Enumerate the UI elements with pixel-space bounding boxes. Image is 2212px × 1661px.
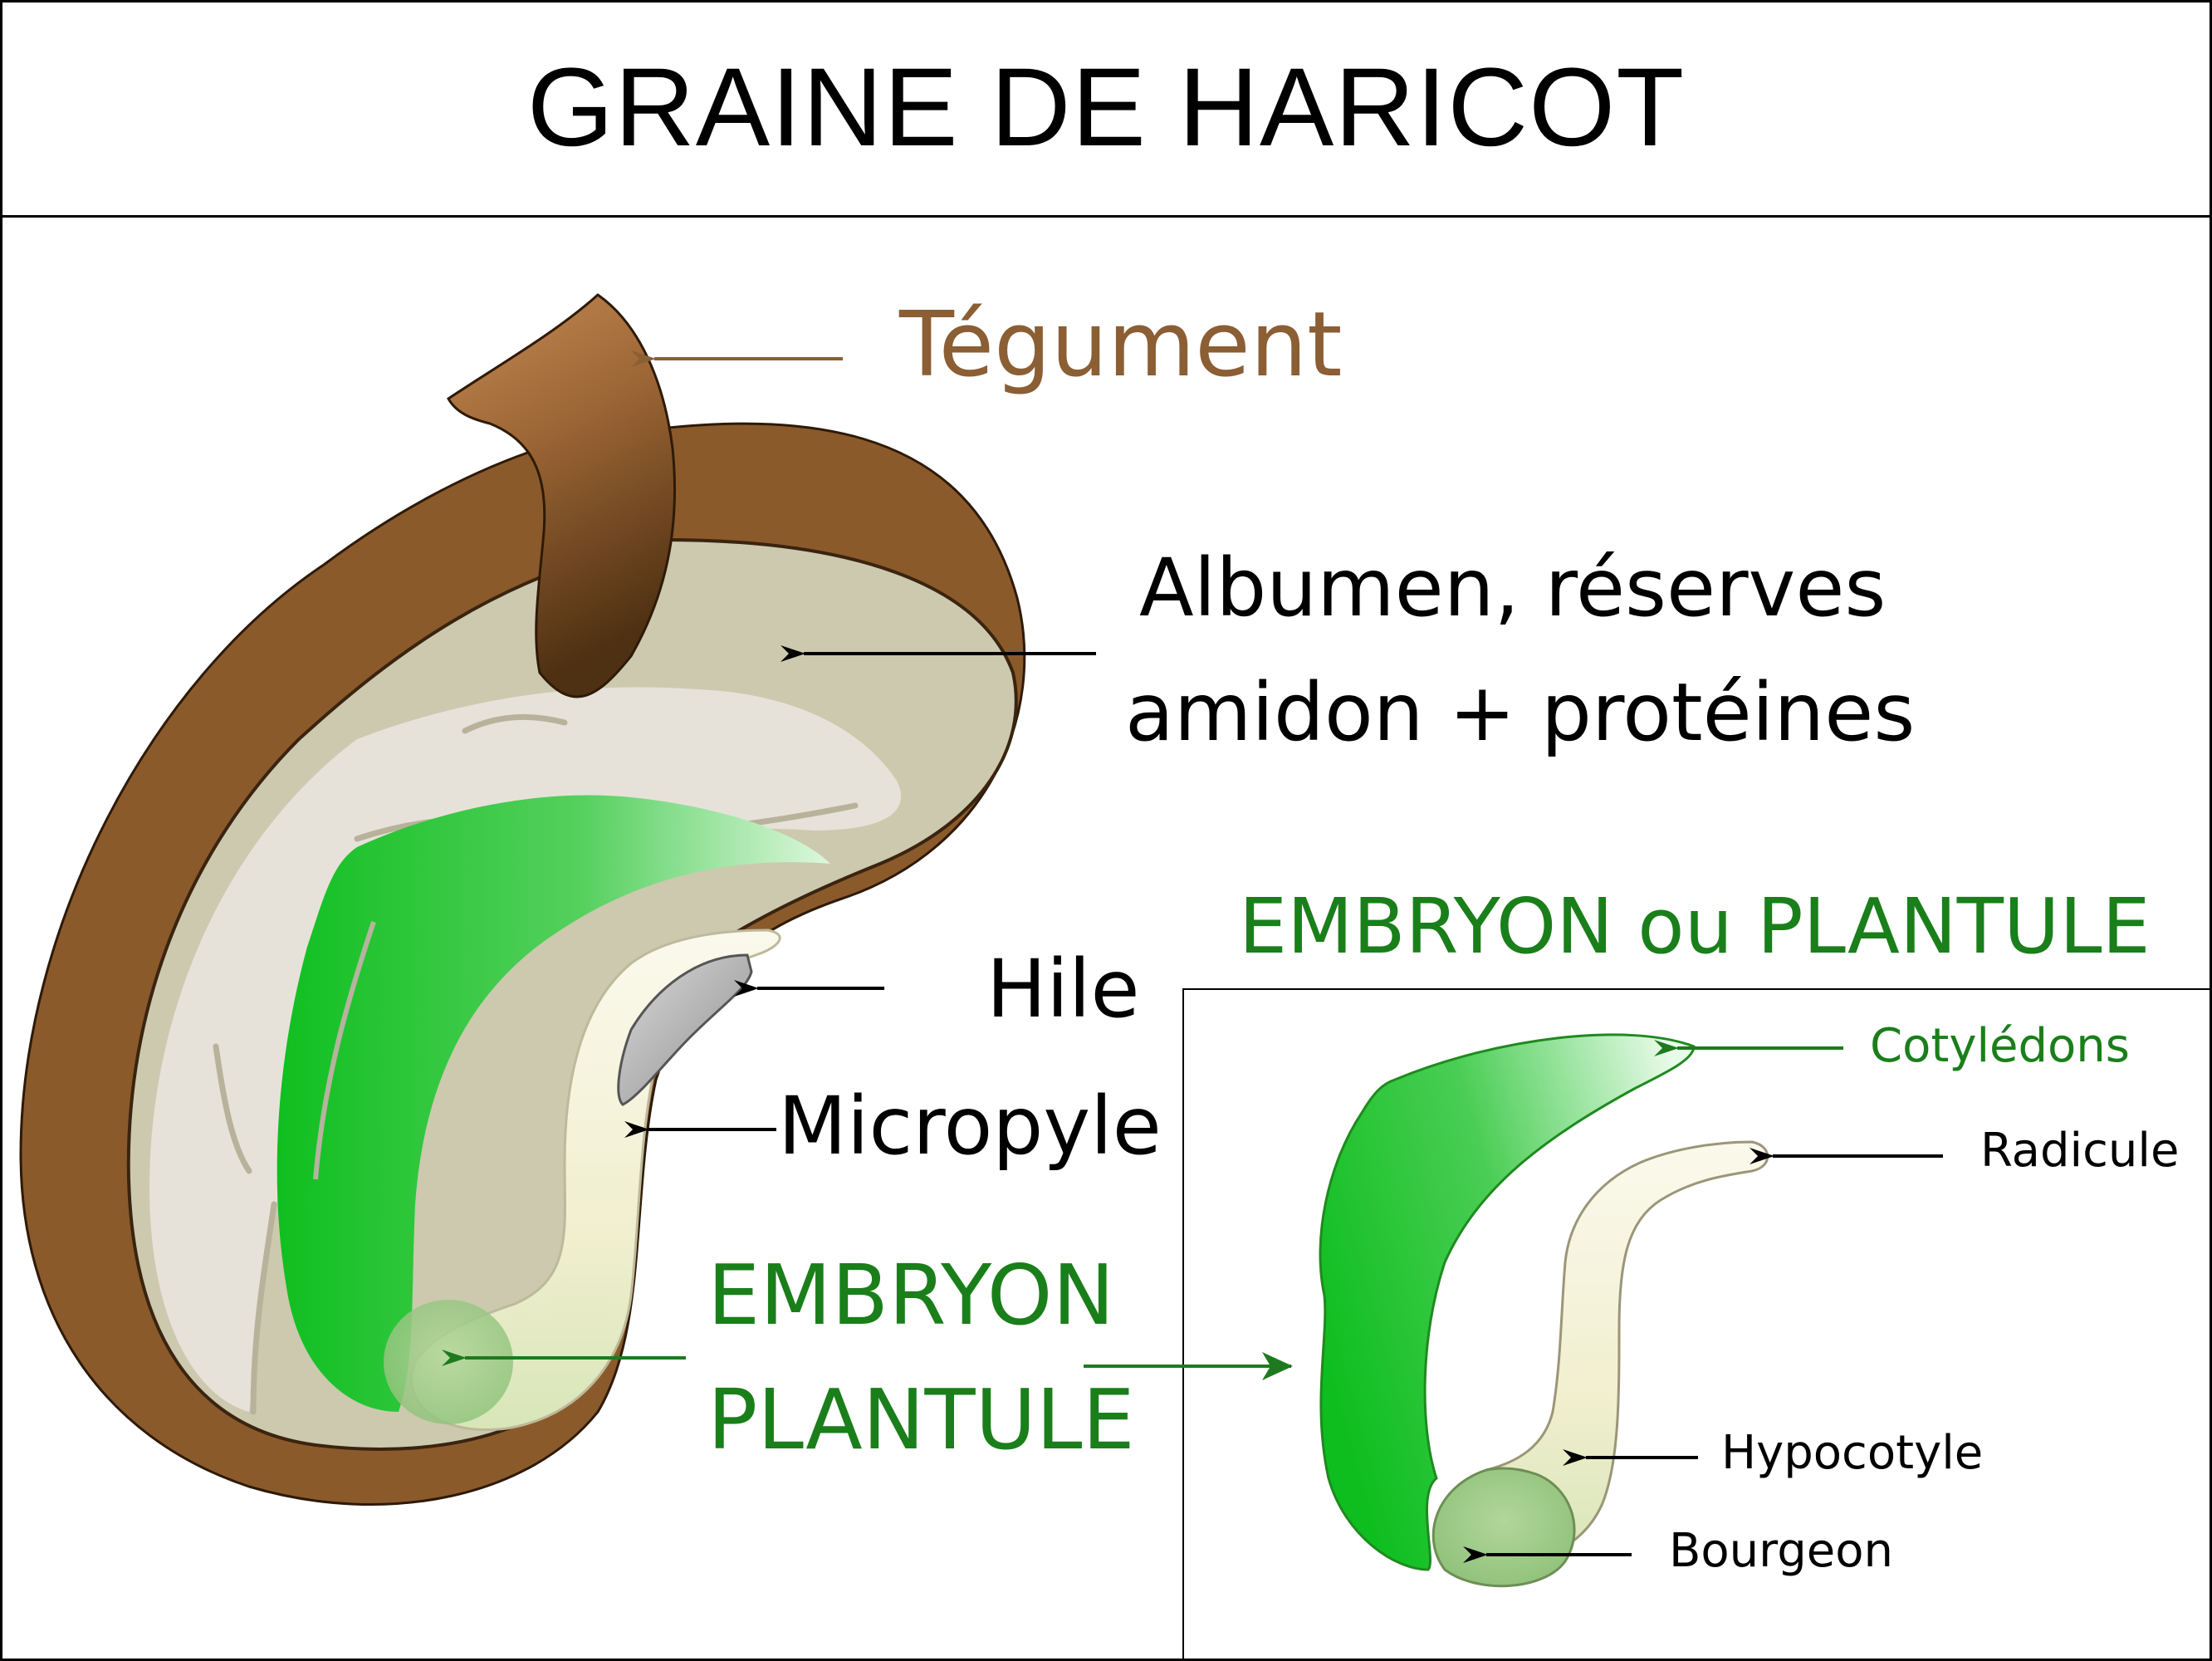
seed-cotyledon [276,795,830,1412]
label-embryon: EMBRYON [707,1247,1115,1344]
label-plantule: PLANTULE [707,1371,1135,1468]
inset-bud [1431,1467,1576,1588]
inset-cotyledon [1319,1033,1696,1571]
label-tegument: Tégument [899,293,1343,397]
page-title: GRAINE DE HARICOT [526,46,1686,169]
seed-bud [384,1300,513,1424]
inset-title: EMBRYON ou PLANTULE [1239,882,2151,971]
label-albumen-line2: amidon + protéines [1125,666,1916,759]
tegument-flap [447,293,677,698]
label-radicule: Radicule [1980,1124,2180,1178]
label-hile: Hile [986,943,1140,1036]
title-bar: GRAINE DE HARICOT [0,0,2212,218]
inset-frame [1182,988,2212,1661]
label-cotyledons: Cotylédons [1870,1019,2130,1073]
cotyledon-vein [313,921,376,1180]
label-bourgeon: Bourgeon [1669,1524,1893,1578]
label-albumen-line1: Albumen, réserves [1139,541,1887,635]
label-micropyle: Micropyle [778,1080,1162,1173]
label-hypocotyle: Hypocotyle [1721,1426,1984,1480]
arrow-to-inset-head [1262,1352,1293,1380]
hile-shape [617,953,753,1106]
